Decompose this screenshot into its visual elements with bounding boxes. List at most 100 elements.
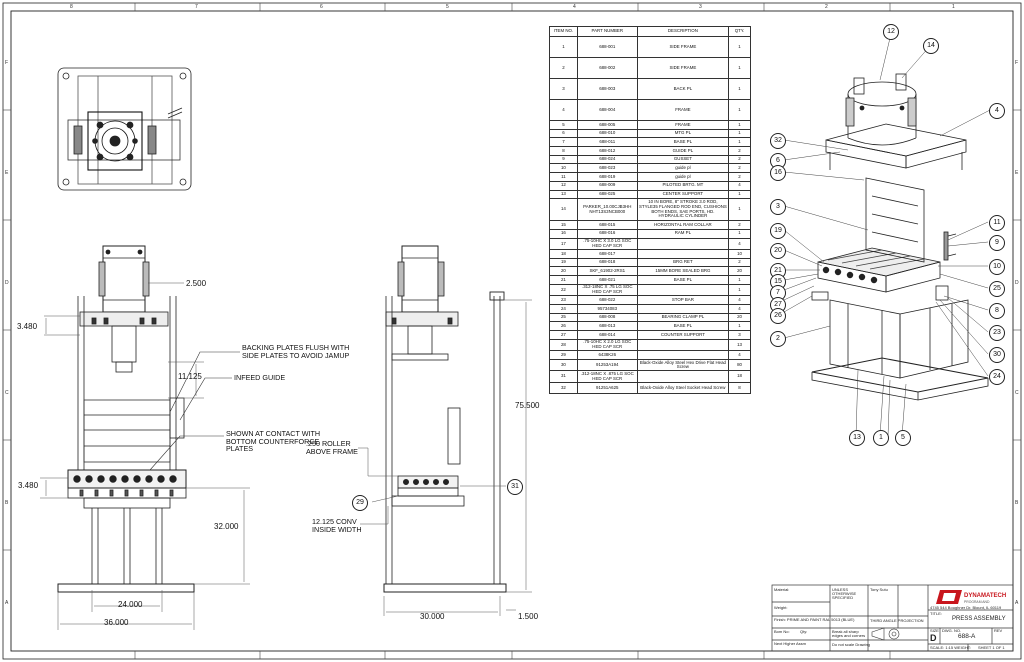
bom-cell-part-number: 91251A625 xyxy=(576,381,638,395)
balloon-26: 26 xyxy=(770,308,786,324)
company-name: DYNAMATECH xyxy=(964,593,1006,599)
tb-dwg-no: 688-A xyxy=(958,633,976,640)
balloon-16: 16 xyxy=(770,165,786,181)
bom-cell-part-number: 688-004 xyxy=(576,99,638,121)
balloon-20: 20 xyxy=(770,243,786,259)
zone-label-right-4: C xyxy=(1015,390,1019,396)
zone-label-top-4: 5 xyxy=(446,4,449,10)
bom-cell-item-no: 3 xyxy=(549,78,578,100)
bom-cell-item-no: 25 xyxy=(549,312,578,323)
bom-cell-description xyxy=(636,350,730,360)
bom-cell-qty: 1 xyxy=(728,228,751,239)
tb-finish-text: PRIME AND PAINT RAL 5013 (BLUE) xyxy=(786,617,855,622)
bom-cell-qty: 2 xyxy=(728,146,751,156)
tb-tolerance: UNLESS OTHERWISE SPECIFIED xyxy=(832,587,857,601)
balloon-10: 10 xyxy=(989,259,1005,275)
tb-finish-label: Finish: xyxy=(774,617,786,622)
bom-cell-description: FRAME xyxy=(636,120,730,130)
bom-cell-description: BASE PL xyxy=(636,275,730,285)
bom-cell-description: STOP BAR xyxy=(636,295,730,305)
balloon-23: 23 xyxy=(989,325,1005,341)
top-view xyxy=(57,67,192,191)
dim-height-lower: 32.000 xyxy=(214,522,239,531)
balloon-2: 2 xyxy=(770,331,786,347)
bom-cell-qty: 2 xyxy=(728,257,751,268)
bom-cell-part-number: 688-019 xyxy=(576,172,638,182)
tb-size-label: SIZE xyxy=(930,628,939,633)
bom-cell-item-no: 30 xyxy=(549,358,578,372)
bom-cell-qty: 2 xyxy=(728,163,751,174)
bom-cell-part-number: SKF_61902-2RS1 xyxy=(576,266,638,277)
bom-cell-qty: 1 xyxy=(728,198,751,222)
bom-cell-item-no: 13 xyxy=(549,189,578,200)
bom-cell-item-no: 1 xyxy=(549,36,578,58)
bom-cell-part-number: 6438K26 xyxy=(576,350,638,360)
bom-cell-qty: 3 xyxy=(728,330,751,340)
dim-side-height: 75.500 xyxy=(515,401,540,410)
balloon-31: 31 xyxy=(507,479,523,495)
dim-conv-width: 12.125 CONV INSIDE WIDTH xyxy=(312,517,362,534)
bom-cell-item-no: 18 xyxy=(549,249,578,259)
zone-label-side-3: D xyxy=(5,280,9,286)
balloon-24: 24 xyxy=(989,369,1005,385)
bom-cell-part-number: 688-025 xyxy=(576,189,638,200)
tb-dwg-label: DWG. NO. xyxy=(942,628,962,633)
bom-cell-description: SIDE FRAME xyxy=(636,57,730,79)
bom-cell-description: BASE PL xyxy=(636,137,730,148)
bom-header-qty: QTY. xyxy=(728,26,751,37)
bom-cell-item-no: 14 xyxy=(549,198,578,222)
bom-cell-part-number: 688-014 xyxy=(576,330,638,340)
bom-cell-description: SIDE FRAME xyxy=(636,36,730,58)
zone-label-top-6: 3 xyxy=(699,4,702,10)
bom-cell-part-number: .312-18NC X .75 LG SOC HED CAP SCR xyxy=(576,283,638,297)
tb-size: D xyxy=(930,633,937,643)
bom-cell-qty: 2 xyxy=(728,154,751,165)
zone-label-right-5: B xyxy=(1015,500,1019,506)
bom-cell-qty: 10 xyxy=(728,249,751,259)
balloon-32: 32 xyxy=(770,133,786,149)
bom-cell-part-number: 688-008 xyxy=(576,312,638,323)
company-subtitle: PROGRAM AND xyxy=(964,600,990,604)
bom-cell-description xyxy=(636,338,730,352)
isometric-view xyxy=(811,73,989,401)
bom-cell-qty: 1 xyxy=(728,99,751,121)
zone-label-side-2: E xyxy=(5,170,9,176)
bom-cell-qty: 1 xyxy=(728,120,751,130)
bom-cell-item-no: 4 xyxy=(549,99,578,121)
bom-cell-description xyxy=(636,304,730,314)
tb-title-label: TITLE: xyxy=(930,611,943,616)
bom-cell-part-number: 95734083 xyxy=(576,304,638,314)
bom-cell-description: BEARING CLAMP PL xyxy=(636,312,730,323)
zone-label-right-1: F xyxy=(1015,60,1019,66)
bom-cell-item-no: 22 xyxy=(549,283,578,297)
dim-side-depth: 30.000 xyxy=(420,612,445,621)
bom-cell-part-number: 688-009 xyxy=(576,180,638,191)
zone-label-top-7: 2 xyxy=(825,4,828,10)
dim-height-mid: 11.125 xyxy=(178,372,202,381)
zone-label-top-3: 6 xyxy=(320,4,323,10)
tb-scale-note: Do not scale Drawing xyxy=(832,642,871,647)
bom-header-description: DESCRIPTION xyxy=(636,26,730,37)
tb-scale: SCALE: 1:15 WEIGHT: xyxy=(930,645,971,650)
bom-cell-description: 10 IN BORE, 8" STROKE 3.0 ROD, STYLE35 F… xyxy=(636,198,730,222)
bom-cell-description: FRAME xyxy=(636,99,730,121)
bom-cell-part-number: .75-10HC X 3.0 LG SOC HED CAP SCR xyxy=(576,237,638,251)
bom-header-part-number: PART NUMBER xyxy=(576,26,638,37)
tb-bom-label: Bom No: xyxy=(774,629,790,634)
zone-label-top-8: 1 xyxy=(952,4,955,10)
bom-cell-qty: 4 xyxy=(728,237,751,251)
bom-cell-item-no: 27 xyxy=(549,330,578,340)
bom-cell-part-number: .75-10HC X 2.0 LG SOC HED CAP SCR xyxy=(576,338,638,352)
